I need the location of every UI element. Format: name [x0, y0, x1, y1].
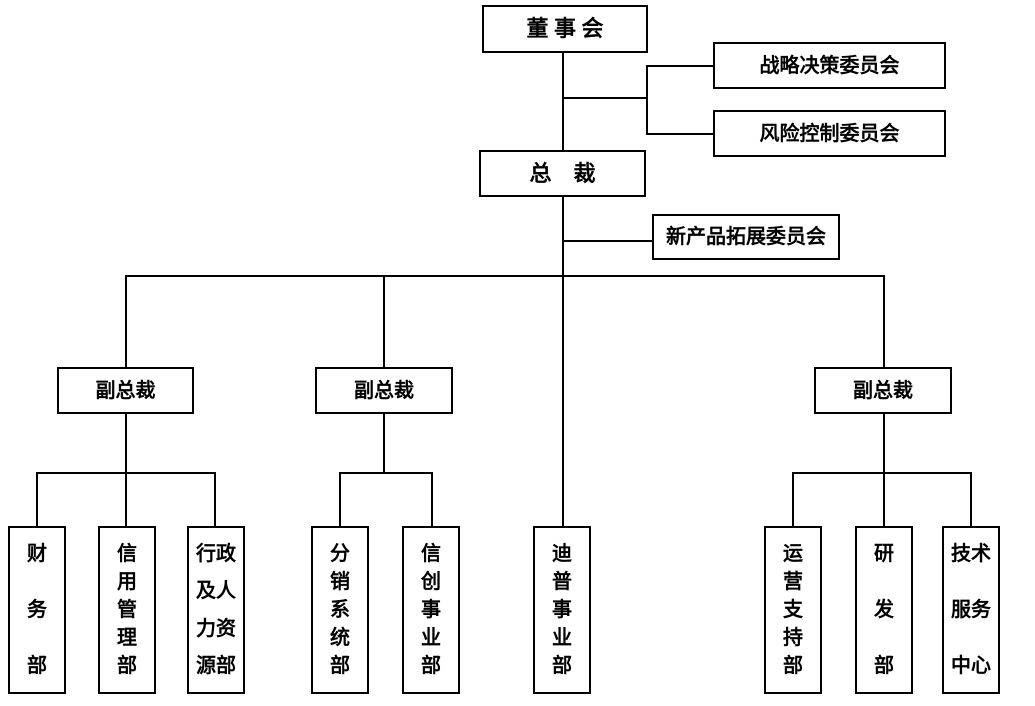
connector-group3-branch [792, 472, 972, 474]
connector-vp2-stem [383, 414, 385, 474]
dept-label-row: 信 [421, 543, 441, 565]
dept-label-row: 管 [117, 599, 137, 621]
node-label: 总 裁 [529, 160, 596, 186]
dept-label-row: 信 [117, 543, 137, 565]
node-board: 董 事 会 [482, 5, 648, 53]
dept-label-row: 理 [117, 627, 137, 649]
connector-new-product-stub [562, 240, 652, 242]
connector-board-president [562, 53, 564, 150]
node-dept-dipu-business: 迪普事业部 [533, 526, 591, 694]
connector-president-dipu [562, 197, 564, 526]
dept-label-row: 务 [27, 599, 47, 621]
dept-label-row: 事 [552, 599, 572, 621]
node-dept-admin-hr: 行政及人力资源部 [187, 526, 245, 694]
dept-label-row: 普 [552, 571, 572, 593]
dept-label-row: 支 [783, 599, 803, 621]
node-dept-operations-support: 运营支持部 [764, 526, 822, 694]
dept-label-row: 行政 [196, 543, 236, 565]
dept-label-row: 分 [330, 543, 350, 565]
node-dept-research-development: 研发部 [855, 526, 913, 694]
node-label: 副总裁 [853, 379, 913, 402]
connector-finance-drop [36, 472, 38, 526]
dept-label-row: 部 [552, 655, 572, 677]
dept-label-row: 部 [783, 655, 803, 677]
connector-committees-branch-v [646, 65, 648, 135]
node-vp-3: 副总裁 [814, 367, 952, 414]
dept-label-row: 发 [874, 599, 894, 621]
dept-label-row: 迪 [552, 543, 572, 565]
connector-strategy-stub [646, 65, 713, 67]
dept-label-row: 源部 [196, 654, 236, 677]
dept-label-row: 服务 [951, 599, 991, 621]
dept-label-row: 创 [421, 571, 441, 593]
dept-label-row: 部 [874, 655, 894, 677]
connector-vp1-drop [125, 275, 127, 367]
connector-group1-branch [36, 472, 216, 474]
dept-label-row: 事 [421, 599, 441, 621]
dept-label-row: 中心 [951, 655, 991, 677]
node-dept-credit-management: 信用管理部 [98, 526, 156, 694]
node-strategy-committee: 战略决策委员会 [713, 42, 946, 89]
dept-label-row: 部 [330, 655, 350, 677]
connector-risk-stub [646, 133, 713, 135]
connector-distribution-drop [339, 472, 341, 526]
dept-label-row: 部 [27, 655, 47, 677]
dept-label-row: 系 [330, 599, 350, 621]
node-label: 战略决策委员会 [759, 54, 900, 77]
dept-label-row: 业 [552, 627, 572, 649]
connector-group2-branch [339, 472, 433, 474]
node-label: 董 事 会 [526, 16, 604, 41]
dept-label-row: 技术 [951, 543, 991, 565]
dept-label-row: 部 [117, 655, 137, 677]
connector-admin-hr-drop [214, 472, 216, 526]
connector-vp1-credit-stem [125, 414, 127, 526]
node-risk-committee: 风险控制委员会 [713, 110, 946, 157]
node-label: 副总裁 [95, 379, 156, 402]
node-vp-2: 副总裁 [315, 367, 453, 414]
dept-label-row: 用 [117, 571, 137, 593]
node-dept-distribution-system: 分销系统部 [311, 526, 369, 694]
node-president: 总 裁 [479, 150, 646, 197]
connector-committees-branch-h [562, 97, 648, 99]
node-dept-tech-service-center: 技术服务中心 [942, 526, 1000, 694]
dept-label-row: 部 [421, 655, 441, 677]
node-label: 新产品拓展委员会 [666, 226, 826, 248]
node-label: 风险控制委员会 [759, 122, 900, 145]
node-vp-1: 副总裁 [57, 367, 194, 414]
node-dept-finance: 财务部 [8, 526, 66, 694]
node-new-product-committee: 新产品拓展委员会 [652, 214, 840, 260]
dept-label-row: 财 [27, 543, 47, 565]
dept-label-row: 统 [330, 627, 350, 649]
connector-main-branch [125, 275, 885, 277]
connector-operations-drop [792, 472, 794, 526]
dept-label-row: 力资 [196, 617, 236, 640]
dept-label-row: 营 [783, 571, 803, 593]
dept-label-row: 业 [421, 627, 441, 649]
connector-tech-service-drop [970, 472, 972, 526]
connector-vp3-drop [883, 275, 885, 367]
node-dept-xinchuang-business: 信创事业部 [402, 526, 460, 694]
dept-label-row: 销 [330, 571, 350, 593]
dept-label-row: 研 [874, 543, 894, 565]
connector-vp3-rd-stem [883, 414, 885, 526]
dept-label-row: 持 [783, 627, 803, 649]
connector-vp2-drop [383, 275, 385, 367]
dept-label-row: 及人 [196, 580, 236, 603]
node-label: 副总裁 [354, 379, 414, 402]
dept-label-row: 运 [783, 543, 803, 565]
connector-xinchuang-drop [431, 472, 433, 526]
